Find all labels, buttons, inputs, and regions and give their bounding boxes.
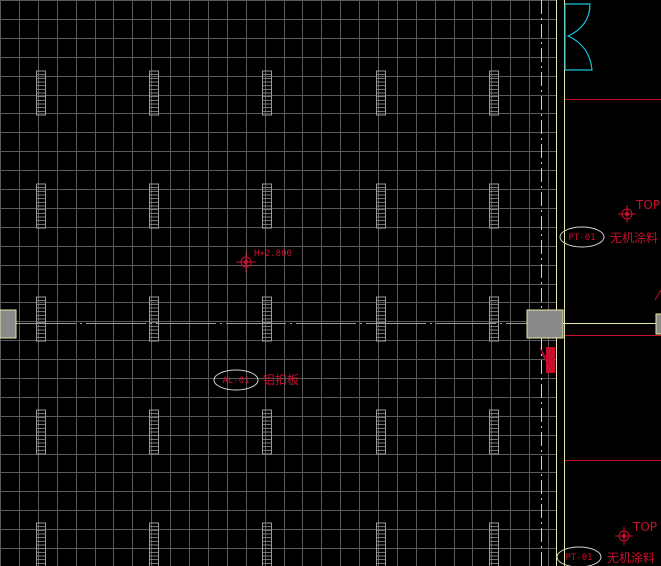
ceiling-tag-code: AL-01 bbox=[222, 376, 249, 386]
light-fixture bbox=[262, 409, 272, 455]
light-fixture bbox=[489, 70, 499, 116]
light-fixture bbox=[489, 409, 499, 455]
light-fixture bbox=[376, 296, 386, 342]
wall-tag-lower-code: PT-01 bbox=[565, 553, 592, 563]
right-wall bbox=[556, 0, 565, 566]
light-fixture bbox=[489, 183, 499, 229]
wall-top-upper-label: TOP bbox=[635, 198, 660, 212]
light-fixture bbox=[149, 409, 159, 455]
light-fixture bbox=[376, 409, 386, 455]
light-fixture bbox=[149, 70, 159, 116]
column-left bbox=[0, 309, 17, 339]
light-fixture bbox=[262, 183, 272, 229]
crosshair-target-icon bbox=[236, 252, 256, 272]
light-fixture bbox=[36, 296, 46, 342]
wall-material-lower-label: 无机涂料 bbox=[607, 550, 655, 565]
wall-element-marker bbox=[539, 347, 555, 374]
elevation-label: H+2.800 bbox=[254, 249, 292, 259]
wall-top-lower-label: TOP bbox=[632, 520, 657, 534]
crosshair-target-icon bbox=[615, 527, 633, 545]
light-fixture bbox=[149, 183, 159, 229]
wall-tag-upper-code: PT-01 bbox=[568, 233, 595, 243]
light-fixture bbox=[36, 183, 46, 229]
light-fixture bbox=[376, 522, 386, 566]
light-fixture bbox=[36, 522, 46, 566]
partial-leader-line bbox=[654, 289, 661, 301]
light-fixture bbox=[36, 70, 46, 116]
light-fixtures bbox=[36, 70, 499, 566]
light-fixture bbox=[262, 522, 272, 566]
light-fixture bbox=[262, 296, 272, 342]
ceiling-material-label: 铝扣板 bbox=[263, 372, 299, 387]
wall-tag-lower: PT-01 bbox=[556, 546, 602, 566]
ceiling-grid bbox=[0, 0, 556, 566]
wall-tag-upper: PT-01 bbox=[559, 226, 605, 248]
right-room-lines bbox=[565, 99, 661, 461]
light-fixture bbox=[149, 296, 159, 342]
door-swing-icon bbox=[564, 3, 593, 71]
light-fixture bbox=[36, 409, 46, 455]
ceiling-tag: AL-01 bbox=[213, 369, 259, 391]
column-right bbox=[526, 309, 564, 339]
light-fixture bbox=[376, 70, 386, 116]
crosshair-target-icon bbox=[618, 205, 636, 223]
column-far-right bbox=[655, 313, 661, 335]
light-fixture bbox=[376, 183, 386, 229]
light-fixture bbox=[262, 70, 272, 116]
light-fixture bbox=[489, 522, 499, 566]
light-fixture bbox=[149, 522, 159, 566]
light-fixture bbox=[489, 296, 499, 342]
wall-material-upper-label: 无机涂料 bbox=[610, 230, 658, 245]
